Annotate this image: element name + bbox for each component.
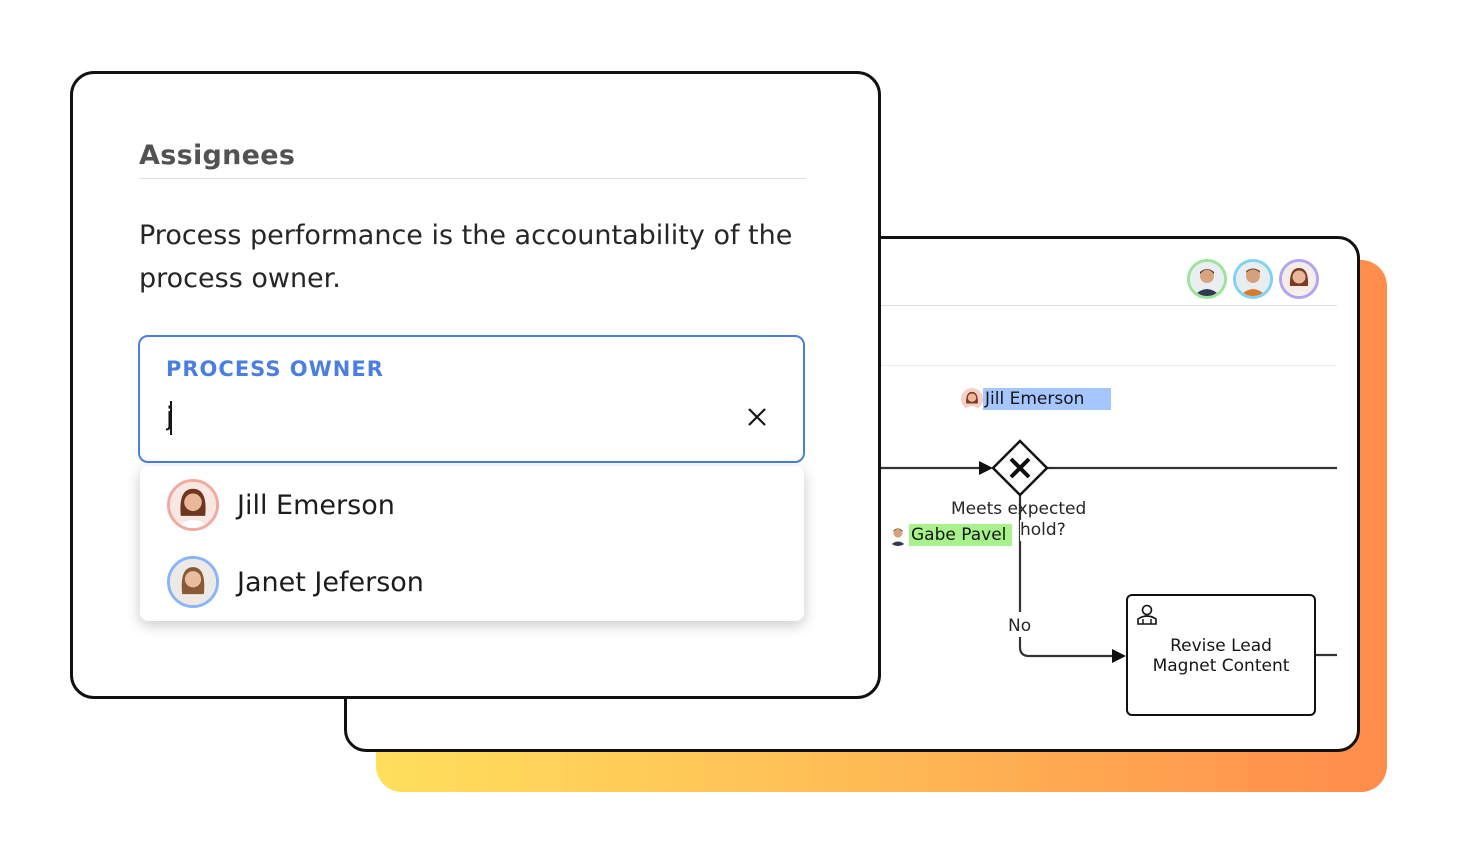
- collaborator-avatars: [1187, 259, 1319, 299]
- collaborator-avatar[interactable]: [1279, 259, 1319, 299]
- suggestion-item-jill-emerson[interactable]: Jill Emerson: [140, 469, 804, 541]
- process-owner-field[interactable]: PROCESS OWNER: [138, 335, 805, 463]
- task-label-line1: Revise Lead: [1170, 636, 1272, 656]
- assignee-chip-gabe[interactable]: Gabe Pavel: [887, 524, 1013, 546]
- process-owner-input[interactable]: [166, 397, 726, 437]
- collaborator-avatar[interactable]: [1233, 259, 1273, 299]
- diagram-header-divider: [877, 305, 1337, 306]
- user-task-revise-lead[interactable]: Revise Lead Magnet Content: [1126, 594, 1316, 716]
- woman-avatar-icon: [961, 388, 983, 410]
- section-title: Assignees: [139, 140, 296, 171]
- suggestion-item-janet-jeferson[interactable]: Janet Jeferson: [140, 546, 804, 618]
- exclusive-gateway-icon: [991, 439, 1049, 497]
- flow-label-no: No: [1008, 616, 1032, 636]
- collaborator-avatar[interactable]: [1187, 259, 1227, 299]
- section-description: Process performance is the accountabilit…: [139, 220, 793, 294]
- arrowhead-icon: [1112, 649, 1126, 663]
- man-avatar-icon: [1236, 262, 1270, 296]
- sequence-flow-no-horizontal: [1018, 646, 1113, 658]
- assignees-panel: Assignees Process performance is the acc…: [70, 71, 881, 699]
- diagram-lane-divider: [877, 365, 1337, 366]
- owner-suggestions-dropdown: Jill Emerson Janet Jeferson: [140, 466, 804, 621]
- close-icon: [748, 408, 766, 426]
- suggestion-name: Janet Jeferson: [237, 566, 424, 598]
- gateway-question-line1: Meets expected: [951, 499, 1087, 519]
- woman-avatar-icon: [167, 556, 219, 608]
- section-divider: [139, 178, 806, 179]
- user-task-icon: [1137, 604, 1157, 625]
- task-label-line2: Magnet Content: [1152, 656, 1290, 676]
- assignee-chip-jill[interactable]: Jill Emerson: [961, 388, 1111, 410]
- assignee-chip-label: Gabe Pavel: [909, 524, 1013, 546]
- sequence-flows: [877, 439, 1337, 663]
- process-owner-label: PROCESS OWNER: [166, 357, 384, 381]
- clear-button[interactable]: [739, 399, 775, 435]
- gateway-question-line2: hold?: [1020, 520, 1066, 541]
- man-avatar-icon: [887, 524, 909, 546]
- arrowhead-icon: [979, 461, 993, 475]
- task-label: Revise Lead Magnet Content: [1128, 636, 1314, 676]
- assignee-chip-label: Jill Emerson: [983, 388, 1111, 410]
- text-caret: [170, 401, 172, 435]
- man-avatar-icon: [1190, 262, 1224, 296]
- suggestion-name: Jill Emerson: [237, 489, 395, 521]
- woman-avatar-icon: [167, 479, 219, 531]
- woman-avatar-icon: [1282, 262, 1316, 296]
